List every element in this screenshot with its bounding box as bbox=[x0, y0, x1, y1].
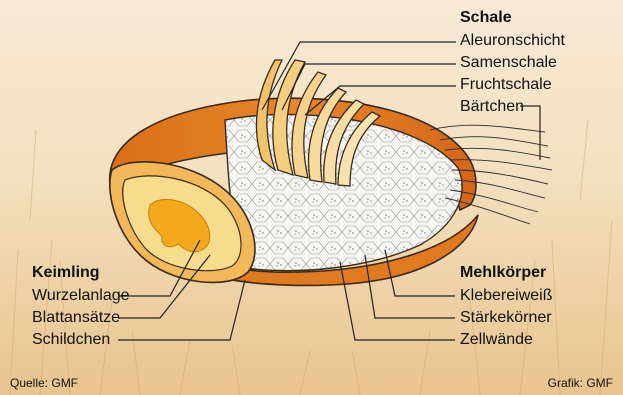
label-zellwaende: Zellwände bbox=[460, 332, 533, 348]
graphic-credit: Grafik: GMF bbox=[548, 376, 613, 390]
label-mehlkoerper-heading: Mehlkörper bbox=[460, 265, 546, 281]
label-baertchen: Bärtchen bbox=[460, 99, 524, 115]
label-aleuronschicht: Aleuronschicht bbox=[460, 33, 565, 49]
label-schildchen: Schildchen bbox=[32, 332, 110, 348]
label-blattansaetze: Blattansätze bbox=[32, 310, 120, 326]
label-keimling-heading: Keimling bbox=[32, 265, 100, 281]
label-samenschale: Samenschale bbox=[460, 55, 557, 71]
label-wurzelanlage: Wurzelanlage bbox=[32, 288, 130, 304]
label-staerkekoerner: Stärkekörner bbox=[460, 310, 552, 326]
source-credit: Quelle: GMF bbox=[10, 376, 78, 390]
label-schale-heading: Schale bbox=[460, 10, 512, 26]
label-fruchtschale: Fruchtschale bbox=[460, 77, 552, 93]
label-klebereiweiss: Klebereiweiß bbox=[460, 288, 552, 304]
